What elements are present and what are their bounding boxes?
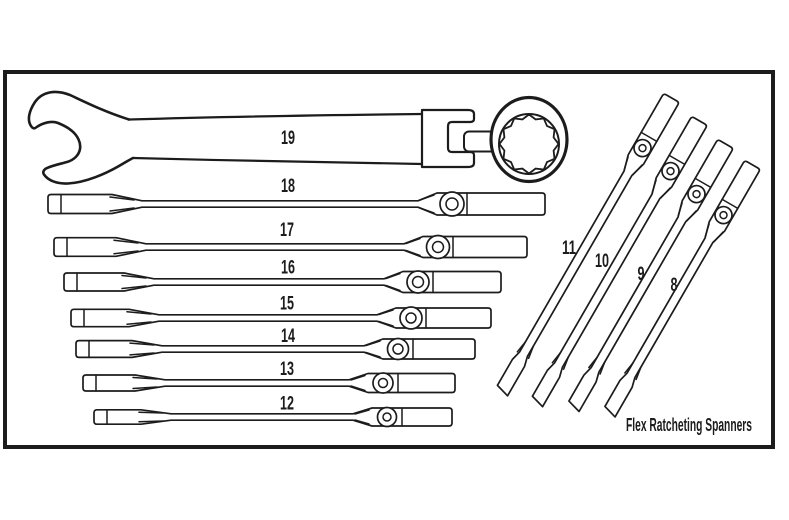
spanner-18: 18 — [47, 176, 546, 217]
spanner-17: 17 — [53, 220, 528, 260]
spanner-14-label: 14 — [281, 326, 295, 347]
spanner-8-label: 8 — [671, 275, 678, 296]
spanner-16-label: 16 — [281, 258, 295, 279]
spanner-18-label: 18 — [281, 176, 295, 197]
spanner-15-label: 15 — [280, 294, 294, 315]
spanner-15: 15 — [70, 294, 492, 330]
spanner-13: 13 — [82, 359, 456, 394]
ring-head-outer — [489, 95, 569, 184]
spanner-10 — [531, 116, 708, 408]
spanner-11 — [496, 93, 680, 397]
spanner-19: 19 — [27, 90, 569, 185]
open-end-head — [27, 90, 135, 185]
twelve-point-profile — [498, 113, 560, 175]
shaft — [127, 112, 424, 166]
spanner-9 — [568, 139, 734, 413]
set-caption: Flex Ratcheting Spanners — [626, 415, 752, 435]
spanner-12-label: 12 — [280, 394, 294, 415]
spanner-16: 16 — [63, 258, 502, 294]
spanner-12: 12 — [93, 394, 453, 428]
spanner-9-label: 9 — [638, 264, 645, 285]
spanner-13-label: 13 — [280, 359, 294, 380]
spanner-19-label: 19 — [281, 128, 295, 149]
spanner-10-label: 10 — [595, 251, 609, 272]
drawing-root: 19 18 17 16 — [3, 70, 775, 449]
flex-clevis — [420, 108, 476, 169]
spanner-17-label: 17 — [280, 220, 294, 241]
spanner-11-label: 11 — [562, 238, 576, 259]
spanner-8 — [604, 160, 761, 418]
spanner-14: 14 — [75, 326, 476, 361]
